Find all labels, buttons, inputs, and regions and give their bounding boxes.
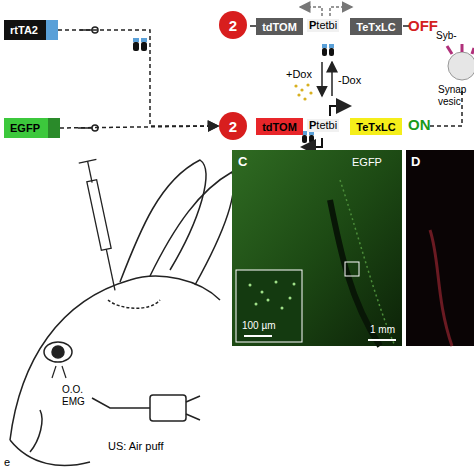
gene-box: tdTOM [256, 18, 303, 35]
circle-number: 2 [229, 17, 237, 34]
gene-name: tdTOM [262, 121, 297, 133]
gene-box: tdTOM [256, 118, 303, 135]
dox-dots [294, 83, 312, 100]
electrode-label: O.O. EMG [62, 384, 96, 407]
panel-letter: C [238, 155, 247, 170]
red-signal [430, 230, 452, 346]
syringe [79, 159, 115, 290]
gene-name: EGFP [10, 122, 40, 134]
air-puff-device [92, 395, 200, 421]
gene-end [46, 20, 58, 40]
gene-end [48, 118, 60, 138]
inset-image [236, 270, 302, 342]
stimulus-label: US: Air puff [108, 440, 163, 453]
synaptic-vesicle [447, 44, 474, 80]
vesicle-label: Synap [438, 84, 466, 96]
fluorescence-image [232, 150, 402, 346]
rabbit-drawing [10, 160, 234, 466]
vesicle-label: vesic [438, 96, 461, 108]
gene-name: rtTA2 [10, 24, 38, 36]
gene-name: TeTxLC [356, 121, 396, 133]
dashed-arrow [58, 30, 218, 126]
emg-electrode [52, 366, 66, 378]
scale-label: 100 µm [242, 320, 276, 332]
inset-cells [249, 281, 296, 310]
condition-label: +Dox [286, 68, 312, 81]
roi-box [345, 262, 359, 276]
gene-box: TeTxLC [350, 118, 402, 135]
serotype-circle: 2 [218, 111, 248, 141]
gene-name: tdTOM [262, 21, 297, 33]
fluorescence-image [406, 150, 474, 346]
scale-label: 1 mm [370, 324, 395, 336]
condition-label: -Dox [338, 74, 361, 87]
dashed-arrow [60, 126, 218, 128]
polya-symbol [78, 26, 410, 131]
channel-label: EGFP [352, 156, 382, 169]
gene-box: TeTxLC [350, 18, 402, 35]
target-line [430, 90, 462, 126]
circle-number: 2 [229, 118, 237, 135]
promoter-label: Ptetbi [307, 119, 339, 132]
panel-letter: e [4, 456, 10, 469]
gene-name: TeTxLC [356, 21, 396, 33]
equilibrium-arrow [322, 62, 332, 96]
rtta-dimer [133, 38, 334, 143]
protein-label: Syb- [436, 30, 457, 42]
serotype-circle: 2 [218, 10, 248, 40]
state-label: ON [408, 116, 431, 133]
scale-bar [244, 335, 272, 337]
panel-letter: D [411, 155, 420, 170]
state-label: OFF [408, 17, 438, 34]
promoter-label: Ptetbi [307, 19, 339, 32]
gene-box: EGFP [4, 118, 60, 138]
gene-box: rtTA2 [4, 20, 58, 40]
cell-track [340, 180, 395, 346]
scale-bar [368, 339, 396, 341]
